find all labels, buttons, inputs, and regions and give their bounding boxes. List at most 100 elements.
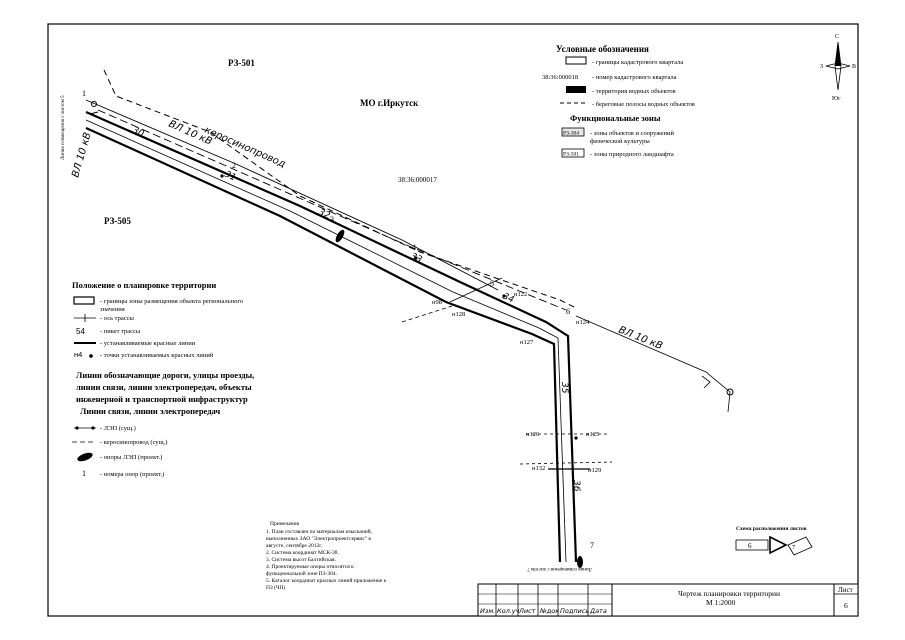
legend-symbol-cadastral-boundary xyxy=(565,56,587,65)
notes-line: 2. Система координат МСК-38. xyxy=(266,550,340,556)
planning-item-text: - точки устанавливаемых красных линий xyxy=(100,352,214,359)
zone-symbol-box xyxy=(561,127,585,137)
point-label: н126 xyxy=(526,431,540,438)
support-number: 3 xyxy=(330,215,334,224)
planning-symbol-picket: 54 xyxy=(76,327,85,336)
compass-south-label: Юг xyxy=(832,96,841,102)
notes-line: выполненных ЗАО "Электропроектсервис" в xyxy=(266,536,371,542)
lines-item-text: - керосинопровод (сущ.) xyxy=(100,439,167,446)
lines-symbol-support xyxy=(77,452,93,462)
picket-label: 30 xyxy=(131,126,146,140)
point-label: н125 xyxy=(586,431,599,438)
lines-symbol-support-number: 1 xyxy=(82,469,86,478)
lines-item-text: - опоры ЛЭП (проект.) xyxy=(100,454,162,461)
zone-symbol-code: РЗ-501 xyxy=(563,152,579,158)
route-axis xyxy=(85,119,567,563)
sheet-scheme-right-number: 7 xyxy=(792,544,796,551)
sheet-scheme-arrow xyxy=(769,535,788,555)
legend-item-text: - территория водных объектов xyxy=(592,88,676,95)
zone-symbol-box xyxy=(561,148,585,158)
compass-east-label: В xyxy=(852,64,856,70)
picket-label: 34 xyxy=(501,292,516,306)
right-power-line xyxy=(575,315,731,413)
lines-legend: Линии обозначающие дороги, улицы проезды… xyxy=(72,370,254,478)
compass-rose: С Юг З В xyxy=(820,34,856,102)
existing-power-line xyxy=(85,99,499,291)
support-marker xyxy=(577,556,583,568)
title-block-col-header: Подпись xyxy=(560,607,589,615)
zone-symbol-code: РЗ-304 xyxy=(563,131,579,137)
left-power-support xyxy=(91,101,97,107)
support-number: 1 xyxy=(82,89,86,98)
support-number: 7 xyxy=(590,541,594,550)
zones-title: Функциональные зоны xyxy=(570,113,661,123)
notes-line: 4. Проектируемые опоры относятся к xyxy=(266,564,354,570)
kerosine-label: керосинопровод xyxy=(203,125,287,171)
lines-title-1: Линии обозначающие дороги, улицы проезды… xyxy=(76,370,254,380)
compass-west-label: З xyxy=(820,64,823,70)
legend-symbol-kvartal-number: 38:36:000018 xyxy=(542,74,578,81)
sheet-number: 6 xyxy=(844,601,848,610)
zone-label-left: РЗ-505 xyxy=(104,216,131,226)
title-block-col-header: Кол.уч xyxy=(497,607,520,615)
point-label: н132 xyxy=(532,465,545,472)
point-label: н124 xyxy=(576,319,590,326)
sheet-frame xyxy=(47,23,859,617)
legend: Условные обозначения - границы кадастров… xyxy=(542,44,695,158)
lines-symbol-power-line-dot xyxy=(75,426,79,430)
sheet-scheme-left-number: 6 xyxy=(748,542,752,550)
point-label: н129 xyxy=(588,467,601,474)
planning-item-text-2: значения xyxy=(100,306,125,313)
support-marker xyxy=(574,436,578,440)
lines-item-text: - номера опор (проект.) xyxy=(100,471,164,478)
support-number: 6 xyxy=(566,307,570,316)
lines-symbol-power-line-dot xyxy=(91,426,95,430)
sheet-scheme-left-sheet xyxy=(735,539,769,551)
lines-title-2: линии связи, линии электропередач, объек… xyxy=(76,382,252,392)
title-block-col-header: №док xyxy=(539,607,559,615)
notes-line: ПЗ (ЧII) xyxy=(266,584,285,591)
planning-legend: Положение о планировке территории - гран… xyxy=(72,280,243,359)
cross-line-lower xyxy=(519,461,613,465)
drawing-scale: М 1:2000 xyxy=(706,598,736,607)
red-line-upper xyxy=(85,110,578,563)
notes: Примечания 1. План составлен по материал… xyxy=(266,521,387,591)
title-block-col-header: Лист xyxy=(518,607,536,615)
legend-item-text: - границы кадастрового квартала xyxy=(592,59,683,66)
vl-label-left: ВЛ 10 кВ xyxy=(70,131,93,179)
right-arrow-mark xyxy=(701,375,711,389)
title-block-col-header: Изм. xyxy=(480,607,495,615)
sheet-layout-scheme: Схема расположения листов 6 7 xyxy=(735,526,813,556)
zone-text: - зоны объектов и сооружений xyxy=(590,130,675,137)
notes-line: функциональной зоне ПЗ-304. xyxy=(266,570,338,577)
title-block: Изм. Кол.уч Лист №док Подпись Дата Черте… xyxy=(477,583,859,617)
title-block-col-header: Дата xyxy=(589,607,607,615)
sheet-label: Лист xyxy=(838,586,853,594)
point-label: н127 xyxy=(520,339,534,346)
planning-symbol-point-dot xyxy=(89,354,93,358)
point-label: н122 xyxy=(514,291,527,298)
legend-item-text: - береговые полосы водных объектов xyxy=(592,101,695,108)
drawing-title: Чертеж планировки территории xyxy=(678,589,780,598)
picket-label: 35 xyxy=(559,382,569,394)
picket-label: 36 xyxy=(571,480,581,492)
shore-strip-line xyxy=(103,69,577,309)
zone-text: - зоны природного ландшафта xyxy=(590,151,674,158)
sheet-scheme-title: Схема расположения листов xyxy=(736,526,807,532)
planning-item-text: - пикет трассы xyxy=(100,328,141,335)
lines-subtitle: Линии связи, линии электропередач xyxy=(80,406,220,416)
legend-symbol-water xyxy=(566,86,586,93)
compass-needle-horizontal xyxy=(825,62,851,70)
support-number: 5 xyxy=(490,279,494,288)
compass-north-label: С xyxy=(835,34,839,40)
notes-line: 1. План составлен по материалам изыскани… xyxy=(266,528,373,535)
vl-label-right: ВЛ 10 кВ xyxy=(617,325,664,353)
legend-title: Условные обозначения xyxy=(556,44,649,54)
sheet-join-left: Линия совмещения с листом 5 xyxy=(61,95,66,160)
picket-label: 31 xyxy=(223,170,238,184)
support-number: 4 xyxy=(412,243,416,252)
left-tick xyxy=(89,111,99,115)
kerosine-pipeline xyxy=(97,109,567,311)
junction-segment-a xyxy=(449,277,503,303)
